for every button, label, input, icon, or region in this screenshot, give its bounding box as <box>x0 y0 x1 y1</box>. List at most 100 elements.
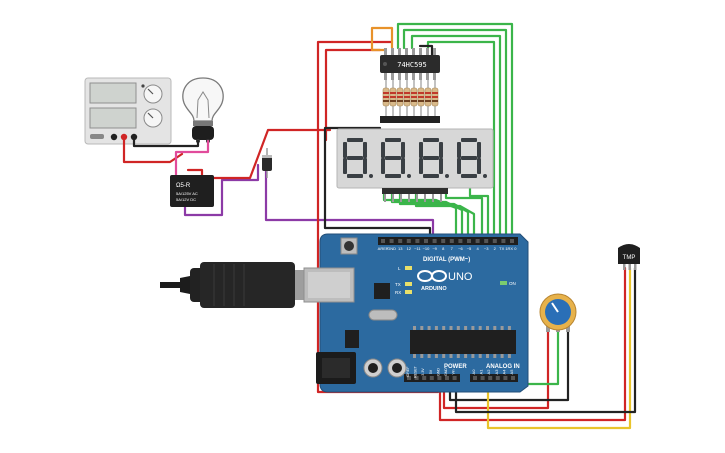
temperature-sensor[interactable]: TMP <box>618 244 640 270</box>
analog-header-label: ANALOG IN <box>486 364 520 370</box>
power-pin-label: 3.3V <box>421 368 425 376</box>
digital-pin-label: 7 <box>451 246 454 251</box>
digital-pin-hole[interactable] <box>510 239 514 243</box>
analog-pin-hole[interactable] <box>511 376 515 380</box>
digital-pin-hole[interactable] <box>381 239 385 243</box>
digit-4-segment-2 <box>477 142 481 158</box>
chip-pin <box>507 326 511 330</box>
analog-pin-hole[interactable] <box>503 376 508 380</box>
relay-rating-dc: 5A/12V DC <box>176 197 196 202</box>
digital-pin-hole[interactable] <box>484 239 489 243</box>
digit-1-segment-1 <box>347 138 363 142</box>
chip-pin <box>442 354 446 358</box>
chip-pin <box>427 326 431 330</box>
analog-pin-label: A5 <box>509 369 514 375</box>
power-pin-hole[interactable] <box>407 376 411 380</box>
light-bulb[interactable] <box>182 77 224 143</box>
chip-pin <box>478 354 482 358</box>
analog-pin-hole[interactable] <box>473 376 477 380</box>
digit-2-decimal-point <box>407 174 411 178</box>
digit-1-segment-2 <box>363 142 367 158</box>
digit-3-segment-1 <box>423 138 439 142</box>
digital-pin-hole[interactable] <box>389 239 394 243</box>
digital-pin-hole[interactable] <box>458 239 463 243</box>
power-pin-hole[interactable] <box>445 376 449 380</box>
analog-pin-hole[interactable] <box>480 376 485 380</box>
temperature-sensor-label: TMP <box>623 255 636 261</box>
digital-pin-hole[interactable] <box>467 239 471 243</box>
chip-pin <box>449 326 453 330</box>
led-rx-label: RX <box>395 290 401 295</box>
analog-pin-hole[interactable] <box>495 376 500 380</box>
resistor-array <box>380 80 440 123</box>
digit-4-segment-3 <box>477 158 481 174</box>
chip-pin <box>449 354 453 358</box>
analog-pin-hole[interactable] <box>488 376 493 380</box>
chip-pin <box>413 326 416 330</box>
power-pin-label: 5V <box>429 369 433 374</box>
chip-pin <box>456 326 460 330</box>
digital-pin-label: GND <box>387 246 396 251</box>
digital-pin-hole[interactable] <box>432 239 437 243</box>
digit-1-decimal-point <box>369 174 373 178</box>
digital-pin-label: TX 1 <box>499 246 508 251</box>
digital-pin-label: ~11 <box>414 246 421 251</box>
potentiometer[interactable] <box>539 293 577 332</box>
usb-cable <box>160 262 313 308</box>
digit-4-segment-1 <box>461 138 477 142</box>
chip-pin <box>493 326 497 330</box>
arduino-logo-icon <box>417 270 447 282</box>
digital-pin-label: ~10 <box>423 246 431 251</box>
digital-pin-label: RX 0 <box>508 246 518 251</box>
power-pin-label: GND <box>444 368 448 376</box>
analog-pin-label: A4 <box>501 369 506 375</box>
relay[interactable]: Ω5-R 5A/125V AC 5A/12V DC <box>170 175 214 207</box>
digit-2-segment-6 <box>381 142 385 158</box>
led-l-label: L <box>398 266 401 271</box>
digital-pin-hole[interactable] <box>406 239 411 243</box>
chip-pin <box>486 326 489 330</box>
power-pin-hole[interactable] <box>452 376 457 380</box>
power-pin-label: IOREF <box>406 367 410 378</box>
digital-pin-hole[interactable] <box>492 239 497 243</box>
digit-3-segment-4 <box>423 174 439 178</box>
power-pin-hole[interactable] <box>422 376 427 380</box>
digital-pin-hole[interactable] <box>501 239 506 243</box>
digital-pin-hole[interactable] <box>424 239 428 243</box>
digit-1-segment-7 <box>347 156 363 160</box>
board-brand: ARDUINO <box>421 286 447 292</box>
shift-register-74hc595[interactable]: 74HC595 <box>380 48 440 80</box>
digital-pin-label: 8 <box>442 246 445 251</box>
digit-2-segment-1 <box>385 138 401 142</box>
digital-pin-hole[interactable] <box>449 239 454 243</box>
chip-pin <box>442 326 446 330</box>
digital-pin-label: 13 <box>398 246 403 251</box>
power-pin-label: GND <box>436 368 440 376</box>
power-pin-hole[interactable] <box>414 376 419 380</box>
chip-pin <box>471 354 475 358</box>
digital-pin-hole[interactable] <box>415 239 420 243</box>
digital-pin-label: AREF <box>378 246 389 251</box>
power-supply[interactable] <box>84 77 172 145</box>
digit-3-segment-7 <box>423 156 439 160</box>
digital-pin-hole[interactable] <box>398 239 403 243</box>
digital-pin-label: 12 <box>407 246 412 251</box>
digital-pin-hole[interactable] <box>441 239 446 243</box>
digit-2-segment-2 <box>401 142 405 158</box>
digital-pin-hole[interactable] <box>475 239 480 243</box>
power-header-label: POWER <box>444 364 467 370</box>
digit-3-decimal-point <box>445 174 449 178</box>
digit-4-segment-5 <box>457 158 461 174</box>
chip-pin <box>464 326 468 330</box>
relay-brand: Ω5-R <box>176 183 191 189</box>
seven-segment-display[interactable] <box>336 128 494 202</box>
power-pin-hole[interactable] <box>437 376 442 380</box>
digit-3-segment-5 <box>419 158 423 174</box>
power-pin-hole[interactable] <box>429 376 434 380</box>
chip-pin <box>464 354 468 358</box>
diode[interactable] <box>262 148 272 178</box>
chip-pin <box>500 326 504 330</box>
digital-pin-label: 4 <box>476 246 479 251</box>
